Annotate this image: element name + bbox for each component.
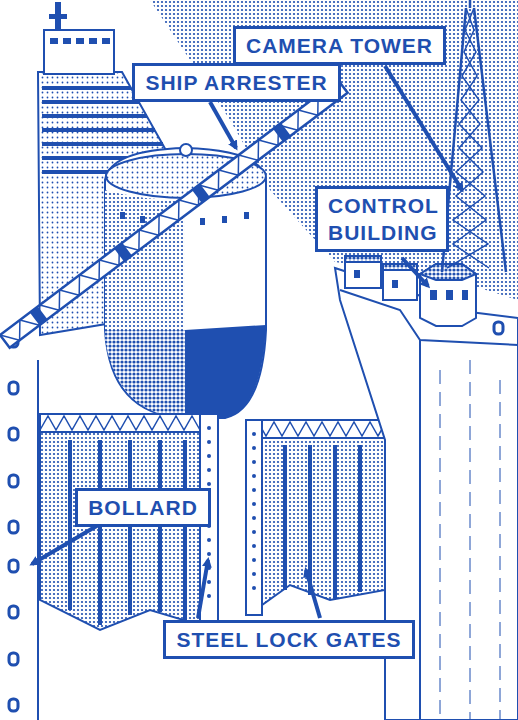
callout-box: CONTROL BUILDING — [315, 186, 449, 252]
post-rivets — [252, 432, 256, 590]
right-wall-face — [419, 340, 421, 720]
left-gate-beam — [40, 414, 205, 432]
callout-box: STEEL LOCK GATES — [163, 620, 415, 659]
boom-band — [114, 243, 132, 262]
callout-box: CAMERA TOWER — [233, 26, 446, 65]
control-building — [345, 256, 476, 326]
bollards — [9, 335, 18, 711]
callout-label: BOLLARD — [88, 494, 198, 521]
wall-bollard — [494, 322, 503, 334]
camera-tower — [442, 0, 506, 272]
right-lock-gate — [262, 438, 385, 605]
pilothouse-windows — [50, 38, 110, 44]
callout-label: CAMERA TOWER — [246, 32, 433, 59]
boom-band — [30, 306, 48, 325]
ship-mast-top — [49, 14, 67, 19]
callout-label: CONTROL BUILDING — [328, 192, 436, 246]
callout-label: SHIP ARRESTER — [145, 69, 328, 96]
bow-hull-dark — [185, 325, 266, 418]
leader-arrows — [32, 66, 462, 618]
left-lock-gate — [40, 432, 200, 630]
left-gate-truss — [40, 416, 200, 430]
bow-hull-lower — [105, 330, 185, 418]
left-wall-edge — [37, 360, 39, 720]
right-gate-post — [246, 420, 262, 615]
ship-arrester-boom — [0, 80, 348, 348]
callout-label: STEEL LOCK GATES — [176, 626, 402, 653]
boom-band — [273, 123, 291, 142]
boom-truss — [0, 80, 338, 340]
right-gate-beam — [250, 420, 385, 438]
right-gate-truss — [250, 422, 385, 436]
pilothouse — [44, 30, 114, 74]
callout-box: BOLLARD — [75, 488, 211, 527]
ship-bow — [105, 148, 266, 418]
boom-body — [0, 80, 348, 348]
bow-light — [180, 144, 192, 156]
wall-joints — [440, 360, 500, 720]
boom-band — [192, 184, 210, 203]
callout-box: SHIP ARRESTER — [132, 63, 341, 102]
right-gate-ribs — [285, 445, 360, 598]
building-windows — [354, 270, 468, 300]
